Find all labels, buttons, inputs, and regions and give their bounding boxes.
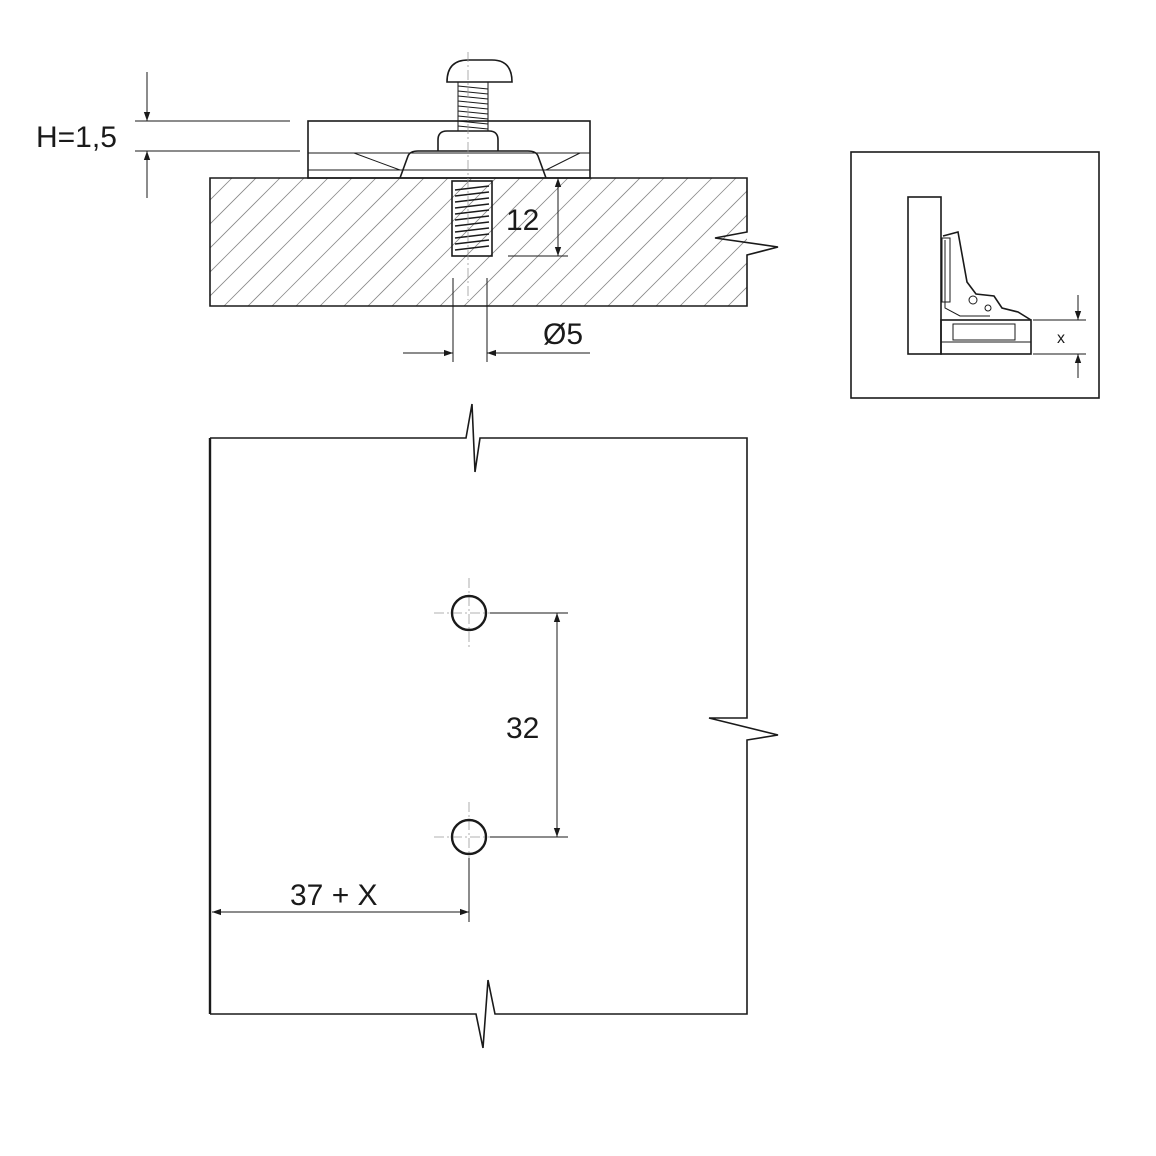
screw-depth-label: 12 — [506, 204, 539, 237]
plate-height-dimension: H=1,5 — [36, 72, 300, 198]
hole-diameter-label: Ø5 — [543, 318, 583, 351]
screw-depth-dimension: 12 — [506, 178, 568, 257]
section-view: H=1,5 12 Ø5 — [36, 52, 779, 362]
mounting-hole-bottom — [434, 802, 568, 922]
mounting-hole-top — [434, 578, 568, 648]
plan-view: 32 37 + X — [208, 403, 779, 1049]
edge-offset-label: 37 + X — [290, 879, 378, 912]
edge-offset-dimension: 37 + X — [212, 879, 469, 916]
detail-offset-label: x — [1057, 330, 1065, 347]
hole-spacing-label: 32 — [506, 712, 539, 745]
screw — [446, 52, 513, 300]
mounting-plate — [307, 120, 591, 179]
panel-section — [209, 177, 779, 307]
hole-diameter-dimension: Ø5 — [403, 278, 590, 362]
panel-hatching — [210, 178, 747, 306]
plate-height-label: H=1,5 — [36, 121, 117, 154]
hole-spacing-dimension: 32 — [506, 613, 561, 837]
hinge-detail-inset: x — [850, 151, 1100, 399]
